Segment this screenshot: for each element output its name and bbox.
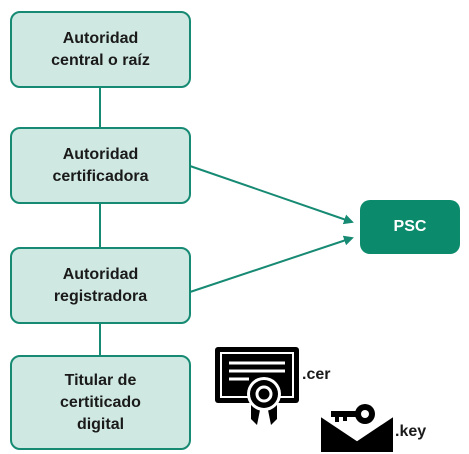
key-envelope-icon: [321, 404, 393, 452]
box-autoridad-certificadora-label: Autoridad certificadora: [52, 145, 149, 185]
box-titular: Titular de certiticado digital: [10, 355, 191, 450]
box-autoridad-registradora: Autoridad registradora: [10, 247, 191, 324]
certificate-icon: [215, 347, 299, 425]
psc-label: PSC: [393, 218, 427, 235]
cer-label: .cer: [302, 366, 331, 383]
box-autoridad-central: Autoridad central o raíz: [10, 11, 191, 88]
box-autoridad-certificadora: Autoridad certificadora: [10, 127, 191, 204]
psc-box: PSC: [360, 200, 460, 254]
arrow-certificadora-to-psc: [189, 165, 354, 225]
box-autoridad-central-label: Autoridad central o raíz: [51, 29, 150, 69]
key-label: .key: [395, 423, 427, 440]
box-titular-label: Titular de certiticado digital: [60, 371, 141, 433]
box-autoridad-registradora-label: Autoridad registradora: [53, 265, 148, 305]
arrow-registradora-to-psc: [189, 235, 354, 293]
